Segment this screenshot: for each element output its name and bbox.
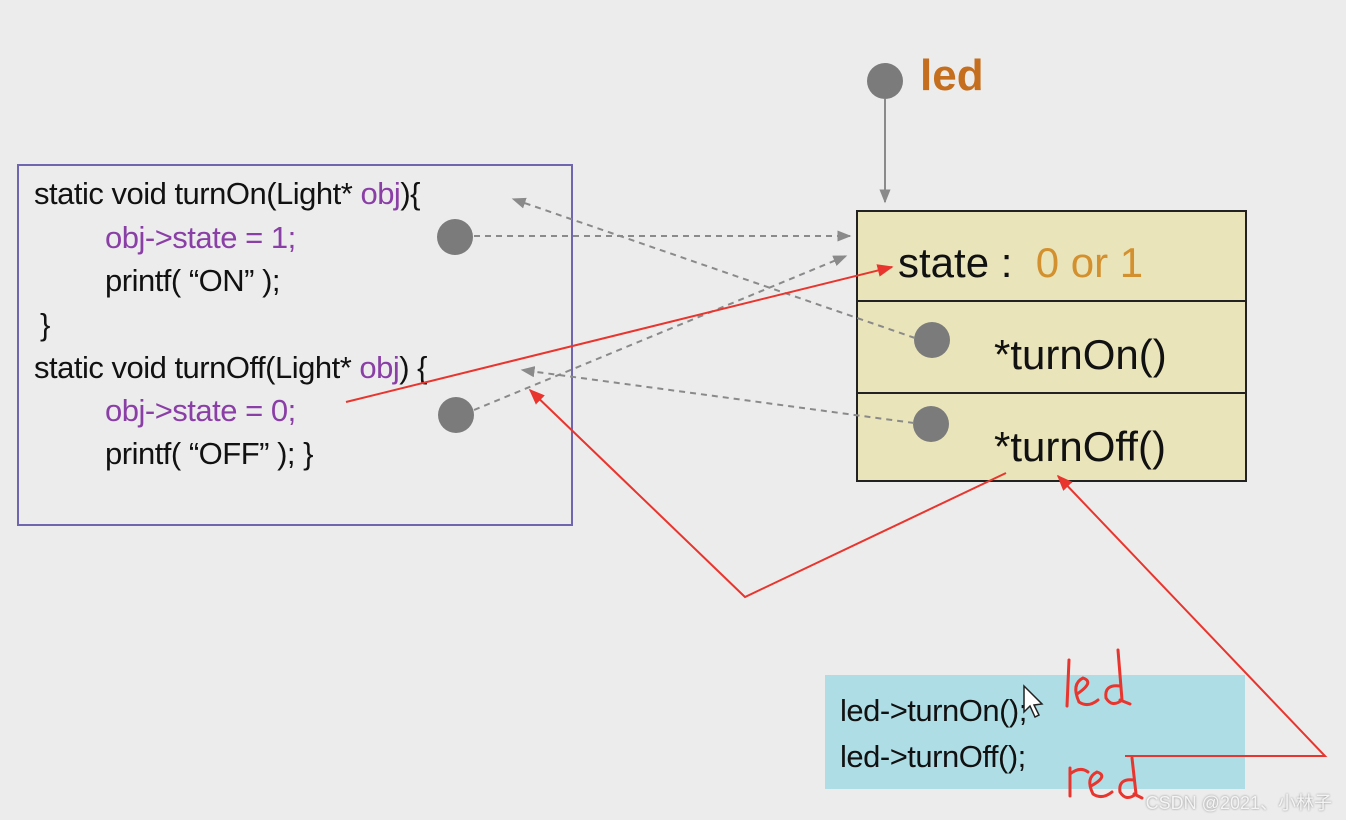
code-line-7: printf( “OFF” ); }: [105, 436, 314, 471]
state-assign-red-arrow: [345, 264, 894, 403]
struct-row-turnoff: *turnOff(): [858, 394, 1245, 482]
mouse-cursor-icon: [1023, 684, 1044, 719]
struct-turnon-dot: [914, 322, 950, 358]
handwritten-led-top: [1065, 648, 1132, 708]
code-line-1: static void turnOn(Light* obj){: [34, 176, 421, 211]
struct-turnoff-to-function-arrow: [520, 366, 915, 424]
turnoff-dot-to-state-arrow: [473, 255, 848, 411]
turnoff-fn-red-arrow: [528, 388, 1007, 599]
struct-turnoff-dot: [913, 406, 949, 442]
struct-row-state: state : 0 or 1: [858, 212, 1245, 302]
turnon-address-dot: [437, 219, 473, 255]
turnoff-field: *turnOff(): [994, 423, 1166, 470]
struct-row-turnon: *turnOn(): [858, 302, 1245, 394]
struct-turnon-to-function-arrow: [511, 197, 916, 339]
turnoff-address-dot: [438, 397, 474, 433]
csdn-watermark: CSDN @2021、小林子: [1145, 793, 1332, 813]
state-value: 0 or 1: [1035, 239, 1144, 286]
led-pointer-dot: [867, 63, 903, 99]
code-box: [17, 164, 573, 526]
call-box: [825, 675, 1245, 789]
code-line-3: printf( “ON” );: [105, 263, 281, 298]
obj-param-1: obj: [360, 176, 401, 211]
turnon-field: *turnOn(): [994, 331, 1167, 378]
code-line-6: obj->state = 0;: [105, 393, 296, 428]
code-line-2: obj->state = 1;: [105, 220, 296, 255]
call-line-2: led->turnOff();: [840, 739, 1026, 774]
turnoff-call-red-arrow: [1056, 474, 1328, 757]
led-pointer-label: led: [920, 51, 984, 100]
code-line-5: static void turnOff(Light* obj) {: [34, 350, 428, 385]
code-line-4: }: [40, 307, 50, 342]
state-field: state : 0 or 1: [898, 239, 1144, 286]
obj-param-2: obj: [359, 350, 400, 385]
handwritten-led-bottom: [1068, 756, 1144, 800]
call-line-1: led->turnOn();: [840, 693, 1027, 728]
